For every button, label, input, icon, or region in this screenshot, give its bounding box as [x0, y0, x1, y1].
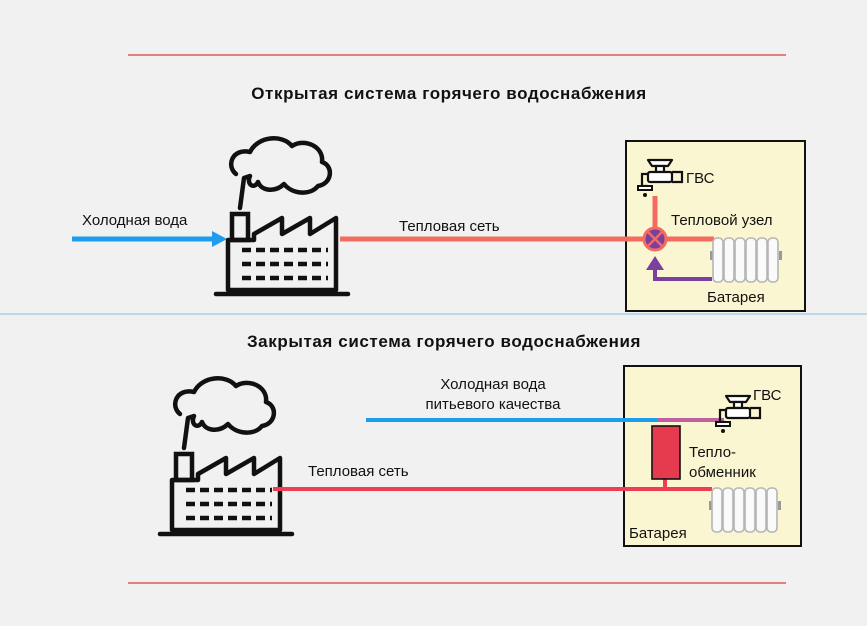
- closed-exchanger-line2: обменник: [689, 464, 756, 481]
- open-system-section: Открытая система горячего водоснабжения …: [72, 84, 806, 312]
- open-heat-node-label: Тепловой узел: [671, 212, 773, 229]
- open-heat-network-label: Тепловая сеть: [399, 218, 500, 235]
- closed-heat-exchanger: [651, 425, 681, 480]
- open-battery-label: Батарея: [707, 289, 765, 306]
- closed-system-title: Закрытая система горячего водоснабжения: [247, 332, 641, 351]
- open-radiator-icon: [709, 237, 783, 283]
- closed-heat-network-label: Тепловая сеть: [308, 463, 409, 480]
- open-cold-water-arrowhead: [212, 231, 227, 247]
- open-dhw-label: ГВС: [686, 170, 715, 187]
- open-return-line: [653, 268, 712, 281]
- closed-radiator-icon: [708, 487, 782, 533]
- open-return-arrowhead: [646, 256, 664, 270]
- closed-factory-icon: [160, 378, 292, 534]
- closed-exchanger-line1: Тепло-: [689, 444, 736, 461]
- open-cold-water-label: Холодная вода: [82, 212, 188, 229]
- open-system-title: Открытая система горячего водоснабжения: [251, 84, 647, 103]
- open-valve-icon: [642, 226, 668, 252]
- open-factory-icon: [216, 138, 348, 294]
- closed-system-section: Закрытая система горячего водоснабжения …: [160, 332, 802, 547]
- closed-battery-label: Батарея: [629, 525, 687, 542]
- closed-cold-water-line1: Холодная вода: [440, 376, 546, 393]
- closed-dhw-label: ГВС: [753, 387, 782, 404]
- closed-cold-water-line2: питьевого качества: [426, 396, 562, 413]
